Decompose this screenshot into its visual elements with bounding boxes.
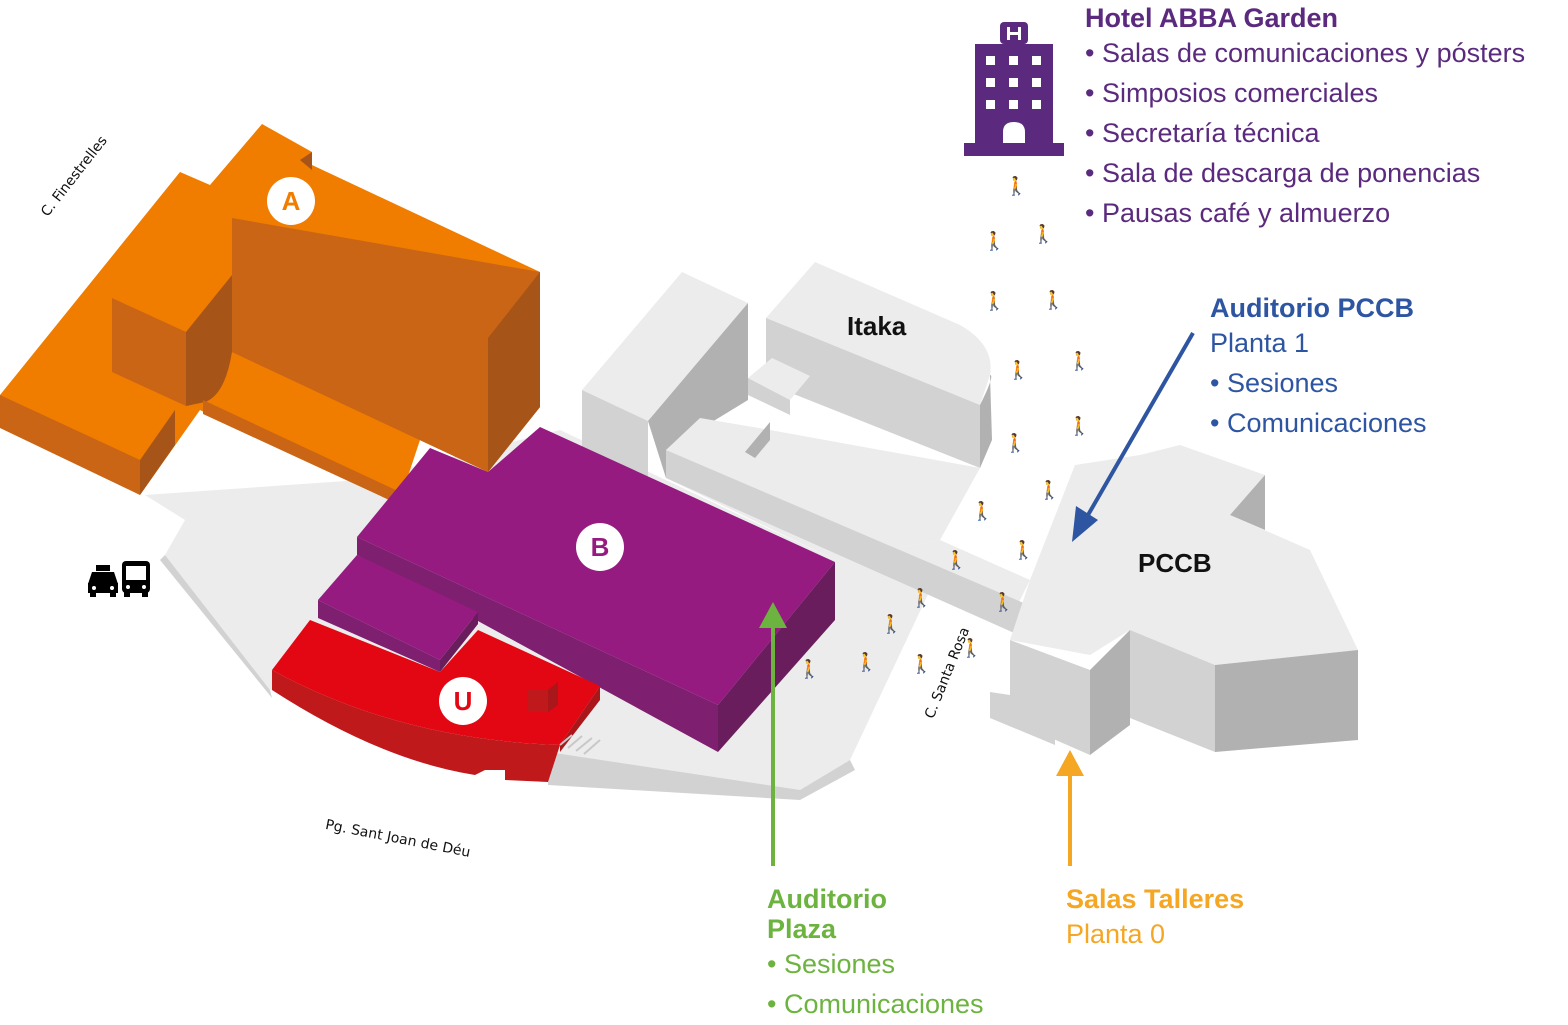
- hotel-item: • Sala de descarga de ponencias: [1085, 158, 1481, 188]
- auditorio-pccb-legend: Auditorio PCCB Planta 1 • Sesiones • Com…: [1210, 293, 1427, 443]
- auditorio-plaza-legend: Auditorio Plaza • Sesiones • Comunicacio…: [767, 884, 984, 1024]
- building-u-badge: U: [439, 677, 487, 725]
- auditorio-plaza-item: • Comunicaciones: [767, 989, 984, 1019]
- pedestrian-icon: 🚶: [945, 550, 968, 571]
- hotel-item: • Secretaría técnica: [1085, 118, 1320, 148]
- pedestrian-icon: 🚶: [1004, 433, 1027, 454]
- salas-talleres-legend: Salas Talleres Planta 0: [1066, 884, 1244, 954]
- pedestrian-icon: 🚶: [1038, 480, 1061, 501]
- pedestrian-icon: 🚶: [1042, 290, 1065, 311]
- building-itaka: [582, 262, 1040, 640]
- auditorio-pccb-item: • Comunicaciones: [1210, 408, 1427, 438]
- building-pccb-label: PCCB: [1138, 548, 1212, 578]
- bus-icon: [122, 561, 150, 597]
- pedestrian-icon: 🚶: [971, 501, 994, 522]
- pedestrian-icon: 🚶: [1007, 360, 1030, 381]
- pedestrian-icon: 🚶: [992, 592, 1015, 613]
- salas-talleres-title: Salas Talleres: [1066, 884, 1245, 914]
- auditorio-pccb-item: • Sesiones: [1210, 368, 1339, 398]
- pedestrian-icon: 🚶: [1012, 540, 1035, 561]
- pedestrian-icon: 🚶: [910, 588, 933, 609]
- building-b-badge: B: [576, 523, 624, 571]
- pedestrian-icon: 🚶: [960, 638, 983, 659]
- hotel-item: • Pausas café y almuerzo: [1085, 198, 1391, 228]
- taxi-icon: [88, 565, 118, 597]
- arrow-salas-talleres: [1056, 750, 1084, 866]
- auditorio-plaza-title-2: Plaza: [767, 914, 837, 944]
- pedestrian-icon: 🚶: [1005, 176, 1028, 197]
- pedestrian-icon: 🚶: [1068, 351, 1091, 372]
- auditorio-pccb-floor: Planta 1: [1210, 328, 1310, 358]
- building-a: [0, 124, 540, 505]
- salas-talleres-floor: Planta 0: [1066, 919, 1166, 949]
- pedestrian-icon: 🚶: [983, 291, 1006, 312]
- arrow-auditorio-pccb: [1072, 332, 1195, 542]
- hotel-item: • Simposios comerciales: [1085, 78, 1379, 108]
- pedestrian-icon: 🚶: [855, 652, 878, 673]
- auditorio-plaza-title-1: Auditorio: [767, 884, 887, 914]
- auditorio-plaza-item: • Sesiones: [767, 949, 896, 979]
- building-a-badge: A: [267, 177, 315, 225]
- pedestrian-icon: 🚶: [880, 614, 903, 635]
- pedestrian-icon: 🚶: [1032, 224, 1055, 245]
- hotel-title: Hotel ABBA Garden: [1085, 3, 1339, 33]
- pedestrian-icon: 🚶: [1068, 416, 1091, 437]
- hotel-building-icon: [964, 22, 1064, 156]
- pedestrian-icon: 🚶: [910, 654, 933, 675]
- hotel-item: • Salas de comunicaciones y pósters: [1085, 38, 1526, 68]
- arrow-auditorio-plaza: [759, 602, 787, 866]
- auditorio-pccb-title: Auditorio PCCB: [1210, 293, 1414, 323]
- hotel-legend: Hotel ABBA Garden • Salas de comunicacio…: [1085, 3, 1525, 233]
- stairs: [559, 734, 601, 755]
- building-itaka-label: Itaka: [847, 311, 907, 341]
- pedestrian-icon: 🚶: [798, 659, 821, 680]
- pedestrian-icon: 🚶: [983, 231, 1006, 252]
